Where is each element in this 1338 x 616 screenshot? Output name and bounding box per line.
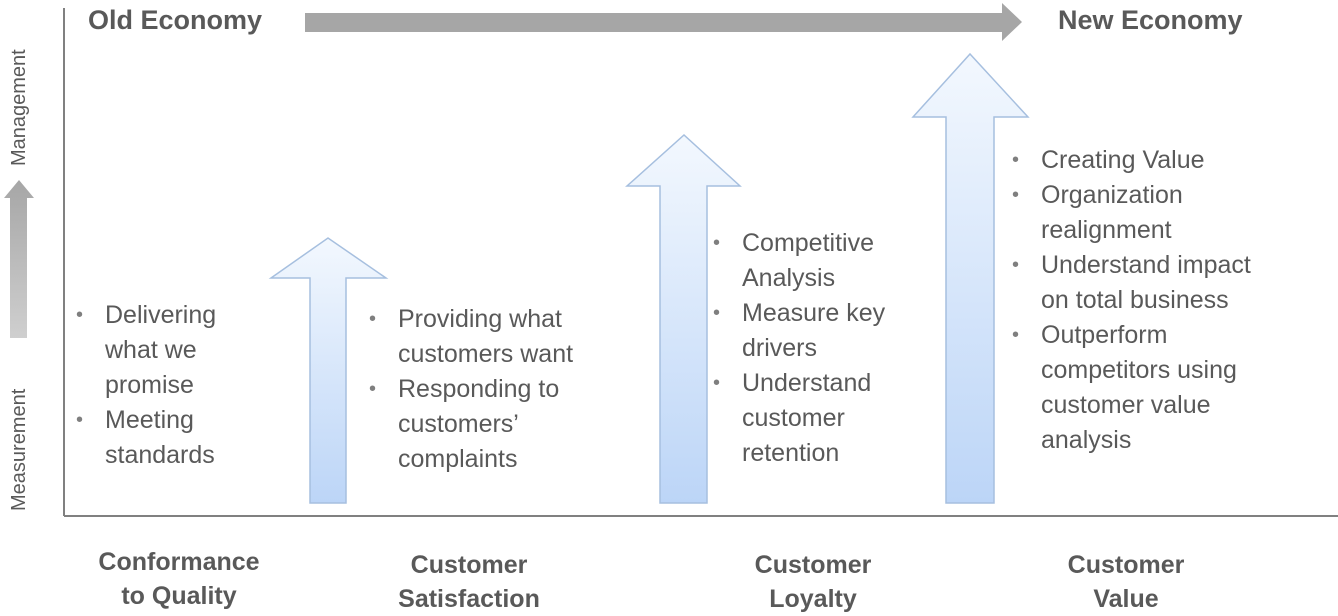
bullet-item: Meeting standards <box>76 403 216 473</box>
bullet-item: Competitive Analysis <box>713 226 885 296</box>
stage-label-satisfaction: Customer Satisfaction <box>398 551 540 613</box>
bullet-item: Providing what customers want <box>369 302 573 372</box>
measurement-to-management-arrow <box>4 180 34 338</box>
stage-bullets-satisfaction: Providing what customers want Responding… <box>369 302 573 477</box>
y-axis-label-management: Management <box>8 49 30 166</box>
y-axis-label-measurement: Measurement <box>8 388 30 511</box>
bullet-item: Delivering what we promise <box>76 298 216 403</box>
stage-bullets-value: Creating Value Organization realignment … <box>1012 143 1251 458</box>
stage-arrow-customer-loyalty <box>625 133 742 504</box>
stage-arrow-customer-value <box>911 52 1030 504</box>
bullet-item: Responding to customers’ complaints <box>369 372 573 477</box>
bullet-item: Creating Value <box>1012 143 1251 178</box>
bullet-item: Organization realignment <box>1012 178 1251 248</box>
stage-arrow-customer-satisfaction <box>268 237 389 504</box>
stage-label-conformance: Conformance to Quality <box>98 548 260 610</box>
stage-bullets-loyalty: Competitive Analysis Measure key drivers… <box>713 226 885 471</box>
stage-label-loyalty: Customer Loyalty <box>754 551 872 613</box>
stage-bullets-conformance: Delivering what we promise Meeting stand… <box>76 298 216 473</box>
economy-transition-arrow <box>305 3 1022 41</box>
new-economy-title: New Economy <box>1058 5 1243 35</box>
bullet-item: Measure key drivers <box>713 296 885 366</box>
bullet-item: Understand impact on total business <box>1012 248 1251 318</box>
bullet-item: Outperform competitors using customer va… <box>1012 318 1251 458</box>
stage-label-value: Customer Value <box>1067 551 1185 613</box>
bullet-item: Understand customer retention <box>713 366 885 471</box>
old-economy-title: Old Economy <box>88 5 263 35</box>
